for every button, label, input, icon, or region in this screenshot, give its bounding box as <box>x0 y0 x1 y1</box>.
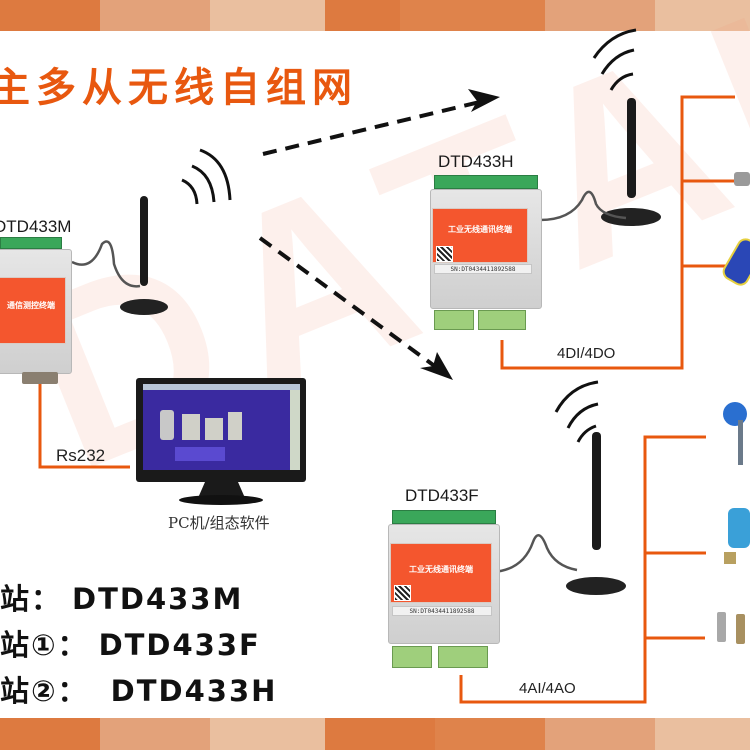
legend-slave-2: 站②： DTD433H <box>0 668 277 710</box>
legend-model: DTD433M <box>72 582 244 616</box>
remote-control-icon <box>722 238 750 286</box>
banner-block <box>435 718 545 750</box>
legend-slave-1: 站①： DTD433F <box>0 622 261 664</box>
banner-block <box>100 718 210 750</box>
legend-master: 站： DTD433M <box>0 576 243 618</box>
banner-block <box>0 718 100 750</box>
antenna-master <box>71 196 168 315</box>
banner-block <box>210 718 325 750</box>
signal-waves-h <box>592 28 637 91</box>
wire-rs232 <box>38 382 130 469</box>
page-title: 主多从无线自组网 <box>0 65 358 111</box>
legend-role: 站： <box>0 582 63 616</box>
slave-h-io-terminals <box>478 310 526 330</box>
pc-label: PC机/组态软件 <box>168 514 270 532</box>
banner-block <box>210 0 325 31</box>
banner-block <box>325 0 400 31</box>
qr-code-icon <box>436 246 453 262</box>
wireless-link-arrow-h <box>262 98 489 156</box>
arrowhead-h <box>468 89 500 112</box>
top-banner <box>0 0 750 31</box>
banner-block <box>325 718 435 750</box>
master-terminal-block <box>0 237 62 249</box>
banner-block <box>0 0 100 31</box>
legend-role: 站①： <box>0 628 89 662</box>
banner-block <box>100 0 210 31</box>
pressure-sensor-icon <box>717 612 745 644</box>
banner-block <box>655 718 750 750</box>
rs232-label: Rs232 <box>56 446 106 465</box>
master-db9-port <box>22 372 58 384</box>
qr-code-icon <box>394 585 411 601</box>
banner-block <box>655 0 750 31</box>
pc-monitor-icon <box>136 378 306 505</box>
slave-h-io-label: 4DI/4DO <box>557 345 616 362</box>
slave-h-terminal-block <box>434 175 538 189</box>
banner-block <box>400 0 545 31</box>
wireless-link-arrow-f <box>258 236 442 372</box>
signal-waves-f <box>554 380 599 443</box>
slave-f-io-terminals <box>392 646 432 668</box>
signal-waves-master <box>181 148 232 205</box>
bottom-banner <box>0 718 750 750</box>
pressure-transmitter-icon <box>724 508 750 564</box>
banner-block <box>545 718 655 750</box>
master-face-text: 通信测控终端 <box>7 301 55 310</box>
legend-role: 站②： <box>0 674 89 708</box>
slave-f-io-terminals <box>438 646 488 668</box>
wire-h-io <box>500 95 735 370</box>
temperature-transmitter-icon <box>723 402 747 465</box>
legend-model: DTD433F <box>98 628 261 662</box>
master-model-label: DTD433M <box>0 217 72 236</box>
slave-f-sn: SN:DT0434411892588 <box>392 606 492 616</box>
wire-f-io <box>459 435 706 704</box>
slave-f-terminal-block <box>392 510 496 524</box>
legend-model: DTD433H <box>98 674 278 708</box>
slave-h-face-text: 工业无线通讯终端 <box>448 225 512 234</box>
sensor-icon <box>734 172 750 186</box>
arrowhead-f <box>420 352 453 380</box>
slave-h-model-label: DTD433H <box>438 152 514 171</box>
antenna-h <box>539 98 661 226</box>
master-face: 通信测控终端 <box>0 277 66 344</box>
antenna-f <box>492 432 626 595</box>
slave-f-face: 工业无线通讯终端 <box>390 543 492 603</box>
slave-h-sn: SN:DT0434411892588 <box>434 264 532 274</box>
banner-block <box>545 0 655 31</box>
slave-h-io-terminals <box>434 310 474 330</box>
slave-f-face-text: 工业无线通讯终端 <box>409 565 473 574</box>
slave-f-model-label: DTD433F <box>405 486 479 505</box>
slave-f-io-label: 4AI/4AO <box>519 680 576 697</box>
slave-h-face: 工业无线通讯终端 <box>432 208 528 263</box>
